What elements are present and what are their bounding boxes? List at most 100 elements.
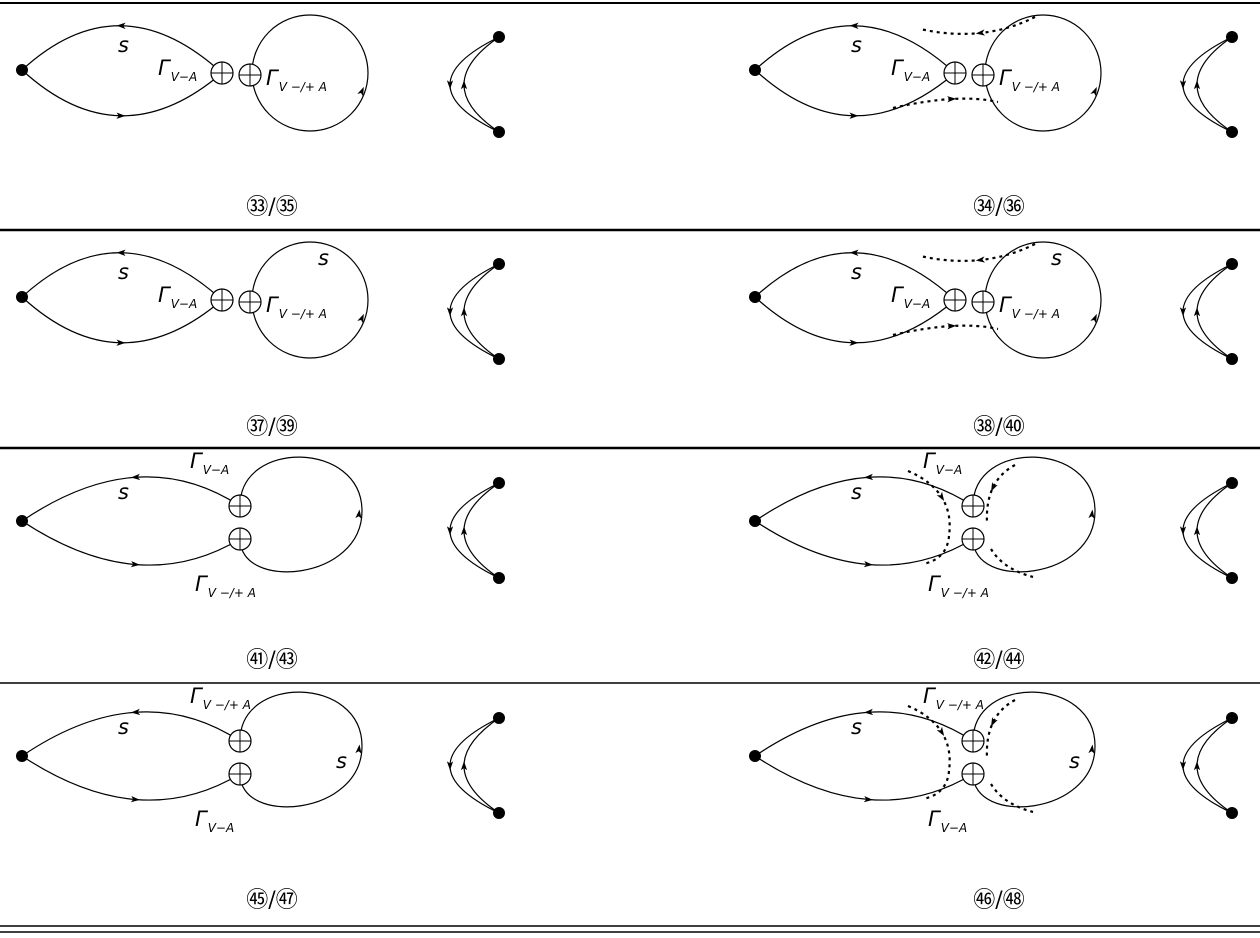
vertex-crossed-circle-icon bbox=[238, 290, 262, 314]
external-vertex-dot bbox=[1226, 258, 1238, 270]
gamma-symbol: Γ bbox=[266, 66, 280, 90]
vertex-crossed-circle-icon bbox=[228, 729, 252, 753]
external-vertex-dot bbox=[493, 807, 505, 819]
external-vertex-dot bbox=[493, 572, 505, 584]
gamma-label: ΓV−A bbox=[158, 56, 197, 84]
s-quark-label: s bbox=[1069, 749, 1080, 773]
gamma-symbol: Γ bbox=[158, 56, 172, 80]
crescent-propagator-pair bbox=[1179, 712, 1238, 819]
inner-propagator bbox=[1193, 482, 1233, 579]
crescent-propagator-pair bbox=[1179, 31, 1238, 138]
vertex-crossed-circle-icon bbox=[943, 61, 967, 85]
inner-propagator bbox=[1193, 36, 1233, 133]
gamma-label: ΓV −/+ A bbox=[195, 572, 256, 600]
diagram-caption: ㊷/㊹ bbox=[973, 648, 1024, 673]
outer-propagator bbox=[1179, 263, 1233, 360]
gamma-symbol: Γ bbox=[195, 572, 209, 596]
lower-propagator bbox=[21, 69, 223, 119]
crescent-propagator-pair bbox=[446, 31, 505, 138]
gamma-label: ΓV −/+ A bbox=[928, 572, 989, 600]
gamma-symbol: Γ bbox=[190, 684, 204, 708]
loop-arrow bbox=[355, 744, 362, 754]
diagram-caption: ㊺/㊼ bbox=[246, 888, 297, 913]
crescent-propagator-pair bbox=[446, 258, 505, 365]
outer-propagator bbox=[1179, 482, 1233, 579]
gamma-label: ΓV −/+ A bbox=[190, 684, 251, 712]
gamma-symbol: Γ bbox=[266, 293, 280, 317]
upper-s-propagator bbox=[754, 22, 956, 74]
gamma-subscript: V−A bbox=[936, 463, 962, 477]
inner-propagator bbox=[1193, 717, 1233, 814]
dashed-gluon-bottom bbox=[892, 96, 999, 110]
outer-propagator bbox=[446, 717, 500, 814]
external-vertex-dot bbox=[493, 126, 505, 138]
gamma-label: ΓV−A bbox=[158, 283, 197, 311]
vertex-crossed-circle-icon bbox=[961, 729, 985, 753]
dashed-gluon-right-tail bbox=[990, 548, 1034, 579]
outer-propagator bbox=[1179, 717, 1233, 814]
outer-propagator bbox=[446, 482, 500, 579]
gamma-symbol: Γ bbox=[923, 449, 937, 473]
gamma-symbol: Γ bbox=[891, 283, 905, 307]
gamma-subscript: V−A bbox=[904, 297, 930, 311]
gamma-label: ΓV−A bbox=[928, 807, 967, 835]
gamma-subscript: V−A bbox=[171, 70, 197, 84]
crescent-propagator-pair bbox=[446, 477, 505, 584]
gamma-symbol: Γ bbox=[923, 684, 937, 708]
dashed-gluon-left-tail bbox=[922, 770, 951, 801]
external-vertex-dot bbox=[16, 64, 28, 76]
gamma-label: ΓV−A bbox=[891, 283, 930, 311]
dashed-gluon-top bbox=[919, 16, 1036, 36]
gamma-label: ΓV−A bbox=[923, 449, 962, 477]
dashed-gluon-right-arc bbox=[985, 464, 1016, 524]
external-vertex-dot bbox=[1226, 31, 1238, 43]
gamma-label: ΓV −/+ A bbox=[266, 293, 327, 321]
external-vertex-dot bbox=[1226, 353, 1238, 365]
diagram-caption: ㊻/㊽ bbox=[973, 888, 1024, 913]
s-quark-label: s bbox=[851, 33, 862, 57]
inner-propagator bbox=[460, 36, 500, 133]
dashed-gluon-left-arc bbox=[907, 469, 951, 537]
vertex-crossed-circle-icon bbox=[971, 63, 995, 87]
diagram-panel: sΓV−AΓV −/+ A㊶/㊸ bbox=[16, 449, 505, 673]
lower-propagator bbox=[754, 755, 974, 803]
dashed-gluon-right-tail bbox=[990, 783, 1034, 814]
gamma-subscript: V −/+ A bbox=[208, 586, 256, 600]
lower-propagator bbox=[21, 520, 241, 568]
vertex-crossed-circle-icon bbox=[228, 527, 252, 551]
gamma-subscript: V −/+ A bbox=[279, 307, 327, 321]
s-quark-label: s bbox=[1051, 246, 1062, 270]
crescent-propagator-pair bbox=[1179, 477, 1238, 584]
diagram-panel: sΓV−AΓV −/+ A㊷/㊹ bbox=[749, 449, 1238, 673]
gamma-symbol: Γ bbox=[891, 56, 905, 80]
external-vertex-dot bbox=[16, 750, 28, 762]
external-vertex-dot bbox=[1226, 712, 1238, 724]
lower-propagator bbox=[21, 755, 241, 803]
gamma-subscript: V−A bbox=[171, 297, 197, 311]
outer-propagator bbox=[446, 36, 500, 133]
gamma-label: ΓV −/+ A bbox=[923, 684, 984, 712]
external-vertex-dot bbox=[493, 712, 505, 724]
s-quark-label: s bbox=[851, 260, 862, 284]
upper-s-propagator bbox=[754, 249, 956, 301]
loop-arrow bbox=[355, 509, 362, 519]
lower-propagator bbox=[754, 69, 956, 119]
dashed-gluon-left-arc bbox=[907, 704, 951, 772]
gamma-symbol: Γ bbox=[158, 283, 172, 307]
external-vertex-dot bbox=[493, 31, 505, 43]
external-vertex-dot bbox=[493, 477, 505, 489]
right-loop-propagator bbox=[972, 691, 1096, 808]
crescent-propagator-pair bbox=[446, 712, 505, 819]
gamma-subscript: V−A bbox=[904, 70, 930, 84]
gamma-subscript: V−A bbox=[203, 463, 229, 477]
lower-propagator bbox=[754, 520, 974, 568]
external-vertex-dot bbox=[1226, 572, 1238, 584]
external-vertex-dot bbox=[749, 291, 761, 303]
